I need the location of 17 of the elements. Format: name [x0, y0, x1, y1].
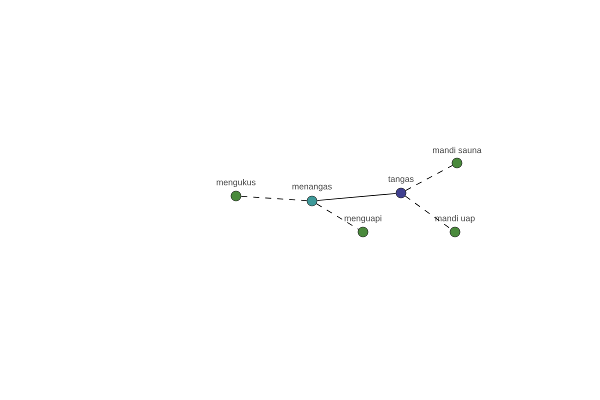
graph-node: mandi uap: [435, 214, 475, 238]
node-label: menangas: [292, 184, 332, 192]
node-label: menguapi: [344, 214, 382, 224]
node-label: tangas: [388, 176, 414, 184]
graph-node: menguapi: [344, 214, 382, 238]
connector-line: [404, 196, 452, 230]
connector-line: [316, 203, 359, 230]
connector-line: [405, 165, 453, 191]
node-label: mandi uap: [435, 214, 475, 224]
node-label: mandi sauna: [432, 146, 482, 154]
graph-node: mandi sauna: [432, 146, 482, 168]
connector-line: [316, 193, 396, 201]
graph-node: menangas: [292, 184, 332, 206]
node-label: mengukus: [216, 178, 256, 188]
graph-node: tangas: [388, 176, 414, 198]
graph-node: mengukus: [216, 178, 256, 202]
connector-line: [240, 196, 308, 202]
